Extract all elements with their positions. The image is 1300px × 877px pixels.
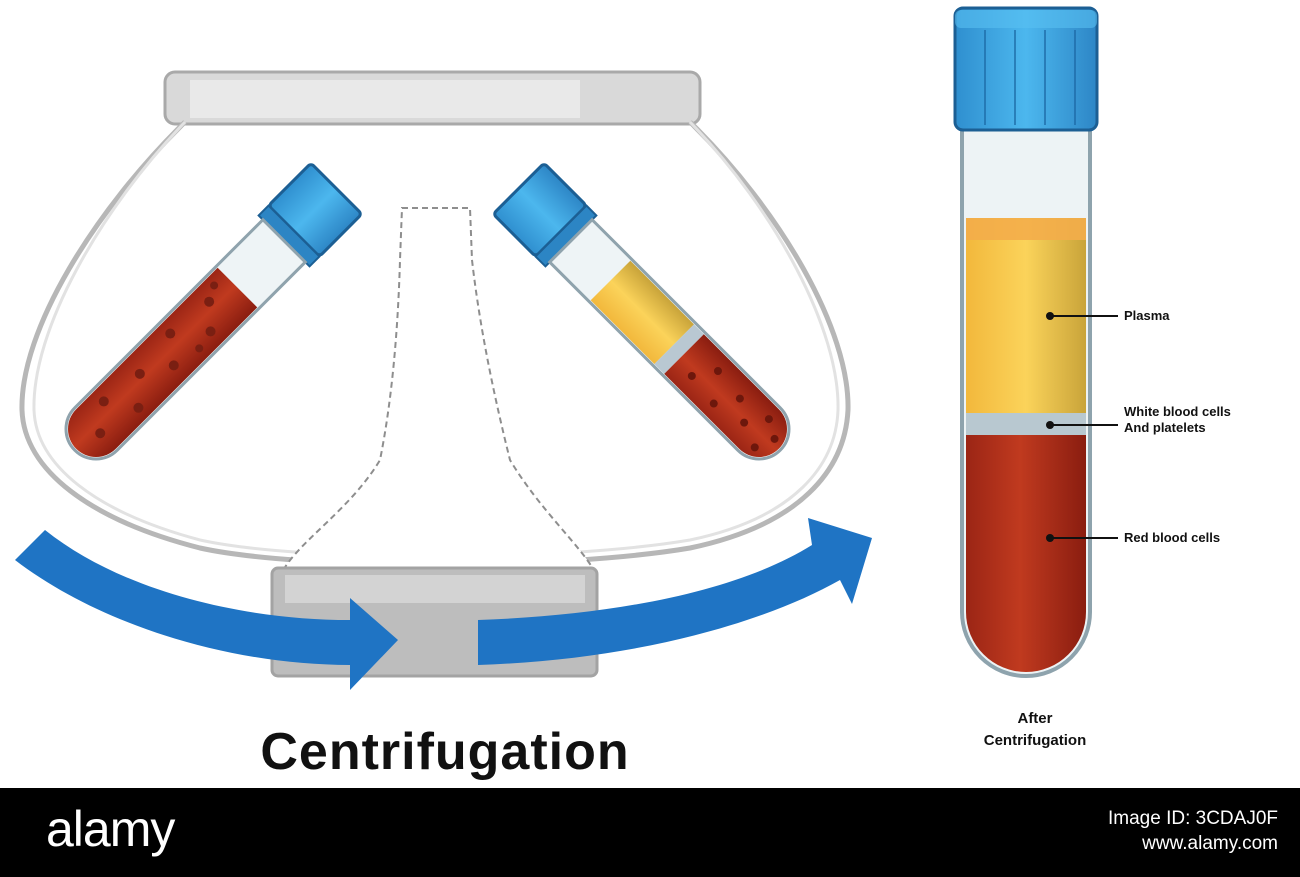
image-id-block: Image ID: 3CDAJ0F www.alamy.com <box>1108 806 1278 856</box>
after-label: After Centrifugation <box>930 708 1140 752</box>
arrow-right <box>478 518 872 665</box>
test-tube-before <box>64 163 362 461</box>
test-tube-after-tilted <box>493 163 791 461</box>
after-label-line1: After <box>1017 710 1053 727</box>
label-wbc-line2: And platelets <box>1124 420 1206 435</box>
rotation-arrows <box>15 518 872 690</box>
label-pointers <box>1050 315 1118 539</box>
label-plasma: Plasma <box>1124 308 1170 323</box>
label-wbc-line1: White blood cells <box>1124 404 1231 419</box>
image-id: Image ID: 3CDAJ0F <box>1108 808 1278 829</box>
label-rbc: Red blood cells <box>1124 530 1221 545</box>
test-tube-after <box>953 6 1099 678</box>
diagram-title: Centrifugation <box>260 723 630 781</box>
label-wbc: White blood cells And platelets <box>1124 404 1294 436</box>
site-url: www.alamy.com <box>1142 833 1278 854</box>
whole-blood <box>68 267 258 457</box>
buffy-coat-layer <box>966 413 1086 435</box>
tube-cap <box>953 6 1099 132</box>
arrow-left <box>15 530 398 690</box>
red-blood-cell-layer <box>966 435 1086 672</box>
after-label-line2: Centrifugation <box>983 732 1087 749</box>
brand-logo: alamy <box>46 801 175 857</box>
watermark-bar: alamy Image ID: 3CDAJ0F www.alamy.com <box>0 788 1300 877</box>
